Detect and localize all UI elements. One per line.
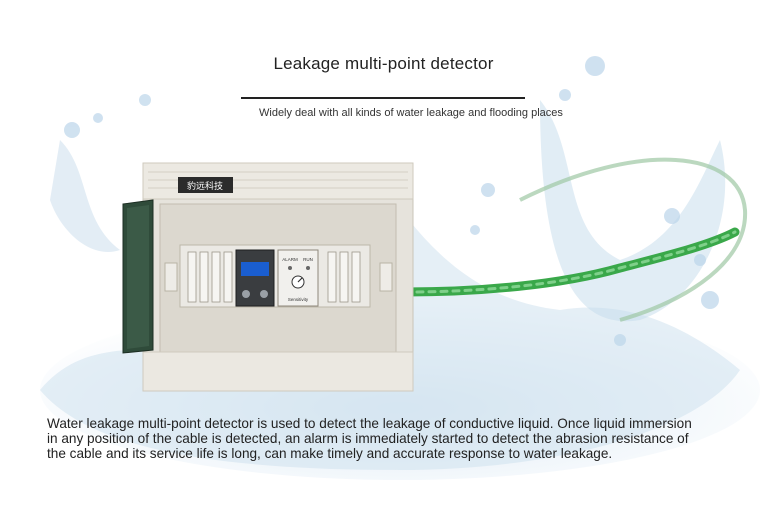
product-description: Water leakage multi-point detector is us… — [47, 416, 763, 461]
title-divider — [241, 97, 525, 99]
run-label: RUN — [303, 257, 313, 262]
page-title: Leakage multi-point detector — [273, 54, 494, 73]
detector-enclosure-image: 豹远科技 ALARM RUN Sensitivity — [122, 162, 414, 392]
page-subtitle: Widely deal with all kinds of water leak… — [259, 107, 563, 119]
description-line: the cable and its service life is long, … — [47, 446, 613, 461]
alarm-label: ALARM — [282, 257, 298, 262]
description-line: in any position of the cable is detected… — [47, 431, 689, 446]
sensitivity-label: Sensitivity — [288, 297, 309, 302]
brand-label: 豹远科技 — [187, 180, 223, 192]
description-line: Water leakage multi-point detector is us… — [47, 416, 692, 431]
